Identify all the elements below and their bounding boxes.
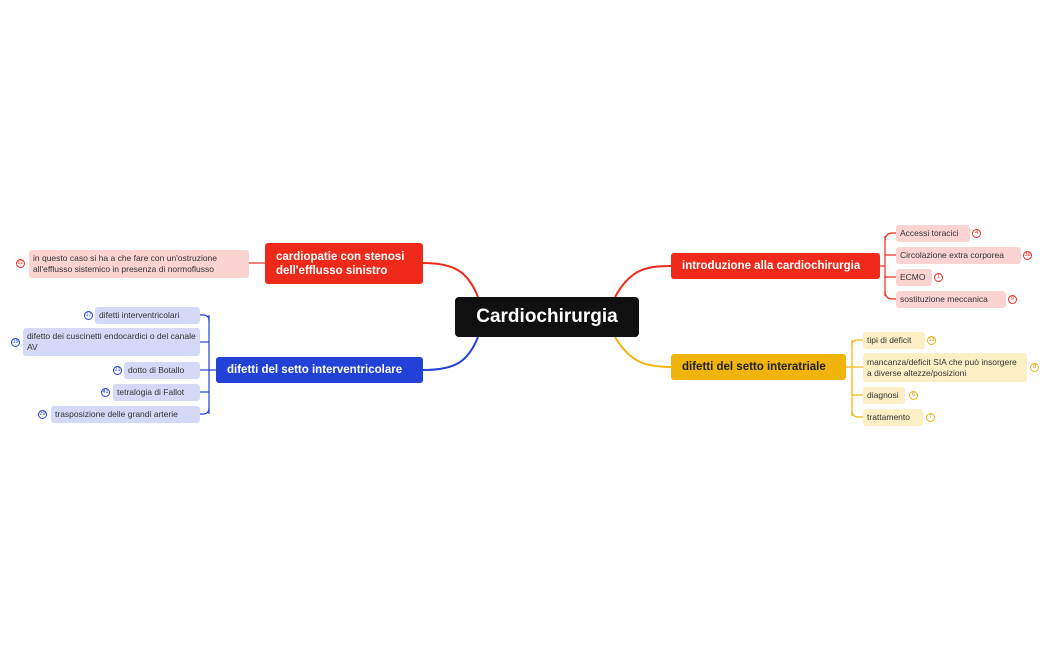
topic-count-badge[interactable]: 6 — [909, 391, 918, 400]
topic-trasposizione-arterie[interactable]: trasposizione delle grandi arterie — [51, 406, 200, 423]
topic-trattamento[interactable]: trattamento — [863, 409, 923, 426]
topic-count-badge[interactable]: 4 — [972, 229, 981, 238]
topic-count-badge[interactable]: 9 — [1008, 295, 1017, 304]
topic-count-badge[interactable]: 17 — [84, 311, 93, 320]
branch-setto-interventricolare[interactable]: difetti del setto interventricolare — [216, 357, 423, 383]
topic-circolazione-extracorporea[interactable]: Circolazione extra corporea — [896, 247, 1021, 264]
branch-setto-interatriale[interactable]: difetti del setto interatriale — [671, 354, 846, 380]
topic-count-badge[interactable]: 62 — [16, 259, 25, 268]
topic-tetralogia-fallot[interactable]: tetralogia di Fallot — [113, 384, 200, 401]
topic-difetti-interventricolari[interactable]: difetti interventricolari — [95, 307, 200, 324]
topic-ecmo[interactable]: ECMO — [896, 269, 932, 286]
topic-cuscinetti-endocardici[interactable]: difetto dei cuscinetti endocardici o del… — [23, 328, 200, 356]
topic-count-badge[interactable]: 15 — [11, 338, 20, 347]
topic-count-badge[interactable]: 21 — [113, 366, 122, 375]
topic-count-badge[interactable]: 29 — [38, 410, 47, 419]
topic-count-badge[interactable]: 7 — [926, 413, 935, 422]
topic-count-badge[interactable]: 8 — [1030, 363, 1039, 372]
topic-diagnosi[interactable]: diagnosi — [863, 387, 905, 404]
topic-count-badge[interactable]: 13 — [927, 336, 936, 345]
branch-stenosi-efflusso[interactable]: cardiopatie con stenosi dell'efflusso si… — [265, 243, 423, 284]
topic-sostituzione-meccanica[interactable]: sostituzione meccanica — [896, 291, 1006, 308]
topic-count-badge[interactable]: 41 — [101, 388, 110, 397]
topic-count-badge[interactable]: 38 — [1023, 251, 1032, 260]
topic-ostruzione-efflusso[interactable]: in questo caso si ha a che fare con un'o… — [29, 250, 249, 278]
branch-introduzione[interactable]: introduzione alla cardiochirurgia — [671, 253, 880, 279]
topic-count-badge[interactable]: 1 — [934, 273, 943, 282]
central-topic[interactable]: Cardiochirurgia — [455, 297, 639, 337]
topic-tipi-deficit[interactable]: tipi di deficit — [863, 332, 925, 349]
topic-accessi-toracici[interactable]: Accessi toracici — [896, 225, 970, 242]
topic-dotto-botallo[interactable]: dotto di Botallo — [124, 362, 200, 379]
topic-mancanza-sia[interactable]: mancanza/deficit SIA che può insorgere a… — [863, 353, 1027, 382]
